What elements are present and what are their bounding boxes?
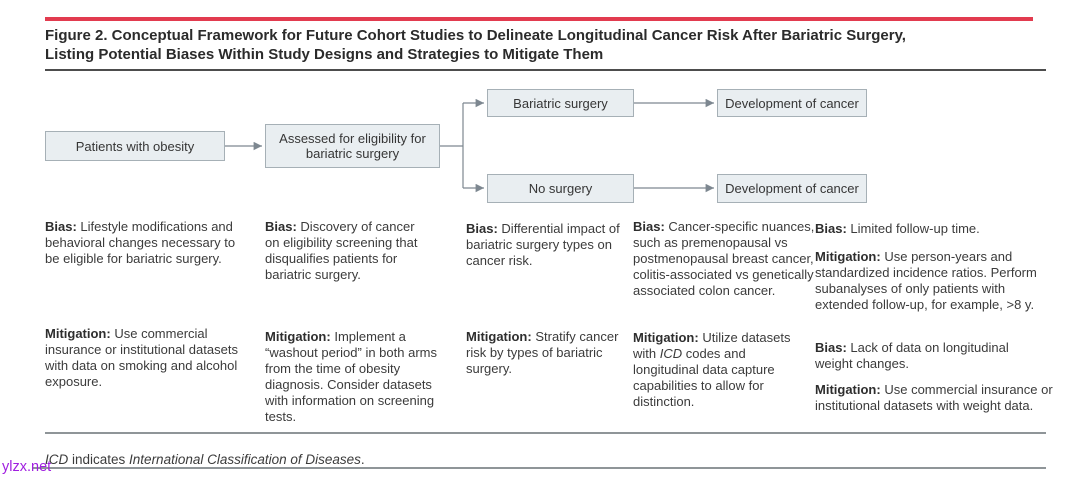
bias-text: Cancer-specific nuances, such as premeno…: [633, 219, 815, 298]
bias-label: Bias:: [815, 221, 847, 236]
col4-bias: Bias: Cancer-specific nuances, such as p…: [633, 219, 815, 299]
col5-mitigation-1: Mitigation: Use person-years and standar…: [815, 249, 1043, 313]
mitigation-label: Mitigation:: [633, 330, 699, 345]
mitigation-text: Use person-years and standardized incide…: [815, 249, 1037, 312]
col4-mitigation: Mitigation: Utilize datasets with ICD co…: [633, 330, 807, 410]
figure-title-line2: Listing Potential Biases Within Study De…: [45, 46, 604, 63]
bias-label: Bias:: [815, 340, 847, 355]
footnote: ICD indicates International Classificati…: [45, 452, 365, 467]
node-development-of-cancer-top: Development of cancer: [717, 89, 867, 117]
bottom-border: [33, 467, 1046, 469]
mitigation-label: Mitigation:: [265, 329, 331, 344]
node-bariatric-surgery: Bariatric surgery: [487, 89, 634, 117]
mitigation-text: Stratify cancer risk by types of bariatr…: [466, 329, 619, 376]
mitigation-label: Mitigation:: [466, 329, 532, 344]
node-label: Development of cancer: [725, 181, 859, 196]
mitigation-text: Use commercial insurance or institutiona…: [45, 326, 238, 389]
watermark: ylzx.net: [2, 459, 52, 475]
node-no-surgery: No surgery: [487, 174, 634, 203]
bias-label: Bias:: [45, 219, 77, 234]
col3-bias: Bias: Differential impact of bariatric s…: [466, 221, 634, 269]
node-development-of-cancer-bottom: Development of cancer: [717, 174, 867, 203]
node-label: Assessed for eligibility for bariatric s…: [279, 131, 426, 161]
figure-title-line1: Figure 2. Conceptual Framework for Futur…: [45, 27, 906, 44]
node-label: No surgery: [528, 181, 593, 196]
node-assessed-eligibility: Assessed for eligibility for bariatric s…: [265, 124, 440, 168]
mitigation-text: Implement a “washout period” in both arm…: [265, 329, 437, 424]
node-label: Bariatric surgery: [513, 95, 608, 111]
icd-abbrev: ICD: [659, 346, 683, 361]
col2-bias: Bias: Discovery of cancer on eligibility…: [265, 219, 431, 283]
bias-label: Bias:: [633, 219, 665, 234]
footnote-divider: [45, 432, 1046, 434]
col3-mitigation: Mitigation: Stratify cancer risk by type…: [466, 329, 634, 377]
bias-text: Differential impact of bariatric surgery…: [466, 221, 620, 268]
mitigation-label: Mitigation:: [45, 326, 111, 341]
node-patients-with-obesity: Patients with obesity: [45, 131, 225, 161]
bias-label: Bias:: [466, 221, 498, 236]
node-label: Development of cancer: [725, 95, 859, 111]
bias-text: Limited follow-up time.: [850, 221, 980, 236]
accent-bar: [45, 17, 1033, 21]
icd-full-name: International Classification of Diseases: [129, 451, 361, 467]
col5-bias-1: Bias: Limited follow-up time.: [815, 221, 1043, 237]
col1-bias: Bias: Lifestyle modifications and behavi…: [45, 219, 249, 267]
figure-title: Figure 2. Conceptual Framework for Futur…: [45, 26, 906, 64]
mitigation-text-pre: Utilize datasets with: [633, 330, 791, 361]
bias-label: Bias:: [265, 219, 297, 234]
footnote-indicates: indicates: [68, 451, 130, 467]
title-divider: [45, 69, 1046, 71]
col5-bias-2: Bias: Lack of data on longitudinal weigh…: [815, 340, 1043, 372]
node-label: Patients with obesity: [75, 138, 195, 154]
col5-mitigation-2: Mitigation: Use commercial insurance or …: [815, 382, 1075, 414]
icd-abbrev: ICD: [45, 451, 69, 467]
mitigation-text: Use commercial insurance or institutiona…: [815, 382, 1053, 413]
mitigation-label: Mitigation:: [815, 249, 881, 264]
bias-text: Lifestyle modifications and behavioral c…: [45, 219, 236, 266]
footnote-period: .: [360, 451, 365, 467]
col1-mitigation: Mitigation: Use commercial insurance or …: [45, 326, 243, 390]
mitigation-label: Mitigation:: [815, 382, 881, 397]
bias-text: Discovery of cancer on eligibility scree…: [265, 219, 418, 282]
bias-text: Lack of data on longitudinal weight chan…: [815, 340, 1009, 371]
mitigation-text-post: codes and longitudinal data capture capa…: [633, 346, 775, 409]
col2-mitigation: Mitigation: Implement a “washout period”…: [265, 329, 447, 425]
